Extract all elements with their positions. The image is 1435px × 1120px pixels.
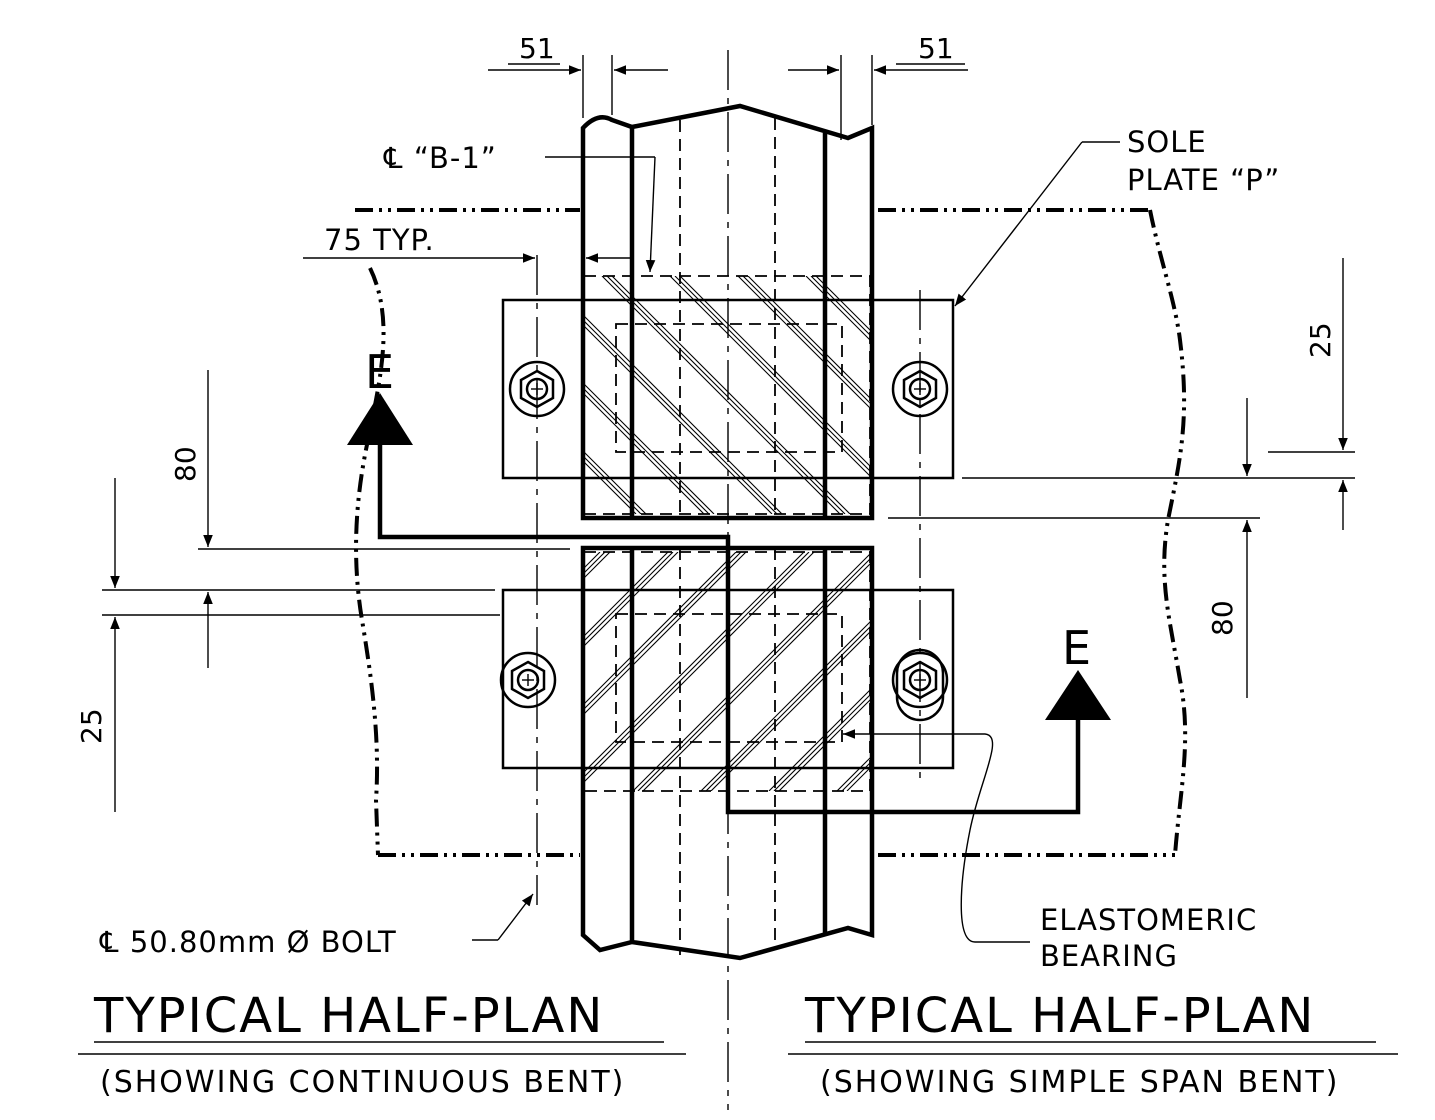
right-title: TYPICAL HALF-PLAN [804, 988, 1315, 1044]
hatch-line [915, 552, 1154, 791]
section-arrow-left [347, 393, 413, 445]
hatch-line [705, 626, 870, 791]
bolt-bottom-left [499, 651, 557, 709]
hatch-line [778, 699, 870, 791]
hatch-line [674, 276, 870, 472]
hatch-line [584, 552, 810, 778]
plate-b1-label: ℄ “B-1” [383, 141, 497, 175]
sole-plate-label-line2: PLATE “P” [1127, 163, 1280, 197]
hatch-line [737, 276, 870, 409]
dim-51-right [788, 55, 968, 140]
hatch-line [584, 383, 715, 514]
hatch-line [810, 276, 870, 336]
hatch-line [584, 552, 679, 647]
dim-25-left-label: 25 [75, 708, 108, 744]
dim-75-typ-label: 75 TYP. [324, 223, 435, 257]
hatch-line [584, 315, 783, 514]
hatch-line [815, 276, 870, 331]
sole-plate-leader [954, 141, 1120, 307]
dim-25-right-label: 25 [1304, 322, 1337, 358]
hatch-line [584, 552, 669, 637]
hatch-line [584, 552, 674, 642]
hatch-line [846, 767, 870, 791]
dim-80-left-label: 80 [169, 446, 202, 482]
hatch-line [710, 631, 870, 791]
right-subtitle: (SHOWING SIMPLE SPAN BENT) [820, 1065, 1339, 1100]
hatch-line [584, 552, 601, 569]
section-arrow-right [1045, 670, 1111, 720]
section-mark-left: E [365, 345, 394, 399]
hatch-line [584, 552, 606, 574]
hatch-line [584, 393, 705, 514]
hatch-line [905, 552, 1144, 791]
dim-25-left [102, 478, 500, 812]
hatch-line [584, 451, 647, 514]
hatch-line [584, 552, 747, 715]
plate-b1-top [583, 275, 871, 515]
dim-80-right-label: 80 [1206, 600, 1239, 636]
hatch-line [584, 552, 742, 710]
left-title: TYPICAL HALF-PLAN [93, 988, 604, 1044]
hatch-line [768, 689, 870, 791]
hatch-line [584, 552, 815, 783]
hatch-line [632, 553, 870, 791]
hatch-line [742, 276, 870, 404]
hatch-line [584, 325, 773, 514]
plate-b1-leader [545, 156, 656, 273]
hatch-line [584, 552, 737, 705]
dim-80-right [888, 398, 1260, 698]
hatch-line [584, 388, 710, 514]
girder [580, 103, 875, 961]
hatch-line [584, 552, 805, 773]
bolt-top-left [508, 360, 566, 418]
hatch-line [841, 762, 870, 791]
bolt-note-label: ℄ 50.80mm Ø BOLT [99, 925, 397, 959]
hatch-line [584, 552, 611, 579]
hatch-line [637, 558, 870, 791]
hatch-top [584, 276, 870, 514]
hatch-line [669, 276, 870, 477]
hatch-bottom [584, 552, 1154, 791]
dim-51-left-label: 51 [519, 32, 555, 65]
dim-51-left [488, 55, 668, 118]
sole-plate-top [501, 298, 955, 480]
left-subtitle: (SHOWING CONTINUOUS BENT) [100, 1065, 625, 1100]
bolt-top-right [891, 360, 949, 418]
hatch-line [611, 276, 851, 514]
hatch-line [584, 461, 637, 514]
hatch-line [679, 276, 870, 467]
hatch-line [642, 563, 870, 791]
hatch-line [773, 694, 870, 791]
section-mark-right: E [1062, 621, 1091, 675]
hatch-line [606, 276, 846, 514]
dim-25-right [962, 258, 1355, 530]
dim-80-left [102, 370, 570, 668]
hatch-line [747, 276, 870, 399]
elastomeric-label-line2: BEARING [1040, 939, 1178, 973]
hatch-line [700, 621, 870, 791]
elastomeric-label-line1: ELASTOMERIC [1040, 903, 1257, 937]
hatch-line [584, 456, 642, 514]
elastomeric-bearing-top [615, 323, 843, 453]
bolt-bottom-right-slotted [891, 648, 949, 722]
sole-plate-label-line1: SOLE [1127, 125, 1207, 159]
hatch-line [601, 276, 841, 514]
section-cut-line [347, 393, 1111, 815]
bolt-note-leader [472, 893, 534, 941]
elastomeric-leader [843, 729, 1030, 943]
dim-51-right-label: 51 [918, 32, 954, 65]
pier-cap-outline [354, 208, 1188, 857]
hatch-line [584, 320, 778, 514]
hatch-line [805, 276, 870, 341]
